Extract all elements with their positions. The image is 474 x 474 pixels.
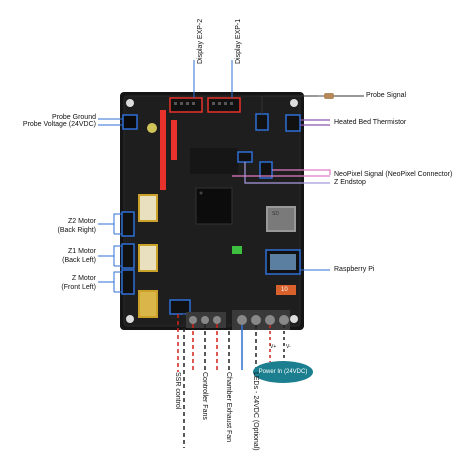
label-z2-motor-pos: (Back Right) bbox=[57, 227, 96, 234]
fuse bbox=[276, 285, 296, 295]
label-chamber-exhaust-fan: Chamber Exhaust Fan bbox=[225, 372, 232, 443]
probe-signal-connector bbox=[255, 113, 269, 131]
sd-slot-inner bbox=[268, 208, 294, 230]
label-z-motor: Z Motor bbox=[71, 275, 96, 282]
label-display-exp2: Display EXP-2 bbox=[197, 18, 204, 64]
green-jumper bbox=[232, 246, 242, 254]
mount-hole-br bbox=[290, 315, 298, 323]
label-probe-ground: Probe Ground bbox=[52, 114, 96, 121]
label-raspberry-pi: Raspberry Pi bbox=[334, 266, 375, 273]
label-probe-signal: Probe Signal bbox=[366, 92, 407, 99]
mount-hole-bl bbox=[126, 315, 134, 323]
thermistor-connector bbox=[285, 114, 301, 132]
z1-motor-connector bbox=[121, 243, 135, 269]
label-probe-voltage: Probe Voltage (24VDC) bbox=[22, 121, 96, 128]
label-z-endstop: Z Endstop bbox=[334, 179, 366, 186]
label-ssr-control: SSR control bbox=[174, 372, 181, 410]
z2-bracket bbox=[98, 213, 122, 225]
sd-silk: SD bbox=[272, 211, 279, 217]
z-bracket bbox=[98, 271, 122, 283]
zendstop-connector bbox=[237, 151, 253, 163]
probe-resistor bbox=[324, 93, 334, 99]
exp-header-pins bbox=[174, 102, 233, 105]
mcu-chip bbox=[195, 187, 233, 225]
mcu-pin1 bbox=[199, 191, 203, 195]
label-z-motor-pos: (Front Left) bbox=[61, 284, 96, 291]
led-screw-1 bbox=[237, 315, 247, 325]
label-z1-motor: Z1 Motor bbox=[67, 248, 96, 255]
fuse-silk: 10 bbox=[281, 287, 288, 293]
label-controller-fans: Controller Fans bbox=[201, 372, 208, 420]
fan-screw-2 bbox=[201, 316, 209, 324]
driver-z2-chip bbox=[140, 196, 156, 220]
z2-motor-connector bbox=[121, 211, 135, 237]
probe-indicator bbox=[147, 123, 157, 133]
ssr-terminal bbox=[169, 299, 191, 315]
red-header-left bbox=[160, 110, 166, 190]
probe-connector bbox=[122, 114, 138, 130]
mount-hole-tr bbox=[290, 99, 298, 107]
z-motor-connector bbox=[121, 269, 135, 295]
label-heated-bed-thermistor: Heated Bed Thermistor bbox=[334, 119, 407, 126]
label-power-in: Power In (24VDC) bbox=[258, 369, 308, 375]
power-screw-1 bbox=[265, 315, 275, 325]
probe-signal-line bbox=[261, 95, 318, 114]
mount-hole-tl bbox=[126, 99, 134, 107]
fan-screw-3 bbox=[213, 316, 221, 324]
power-in-oval bbox=[253, 361, 313, 383]
label-display-exp1: Display EXP-1 bbox=[235, 18, 242, 64]
label-neopixel-signal: NeoPixel Signal (NeoPixel Connector) bbox=[334, 171, 453, 178]
zendstop-line bbox=[244, 162, 330, 184]
fan-screw-1 bbox=[189, 316, 197, 324]
raspberry-pi-port bbox=[270, 254, 296, 270]
label-z1-motor-pos: (Back Left) bbox=[62, 257, 96, 264]
red-header-mid bbox=[171, 120, 177, 160]
label-v-minus: V- bbox=[286, 344, 291, 350]
z1-bracket bbox=[98, 245, 122, 257]
driver-z-chip bbox=[140, 292, 156, 316]
silk-area bbox=[190, 148, 238, 174]
neopixel-line bbox=[272, 169, 331, 175]
label-v-plus: V+ bbox=[270, 344, 277, 350]
label-z2-motor: Z2 Motor bbox=[67, 218, 96, 225]
led-screw-2 bbox=[251, 315, 261, 325]
label-leds: LEDs - 24VDC (Optional) bbox=[252, 372, 259, 451]
driver-z1-chip bbox=[140, 246, 156, 270]
power-screw-2 bbox=[279, 315, 289, 325]
